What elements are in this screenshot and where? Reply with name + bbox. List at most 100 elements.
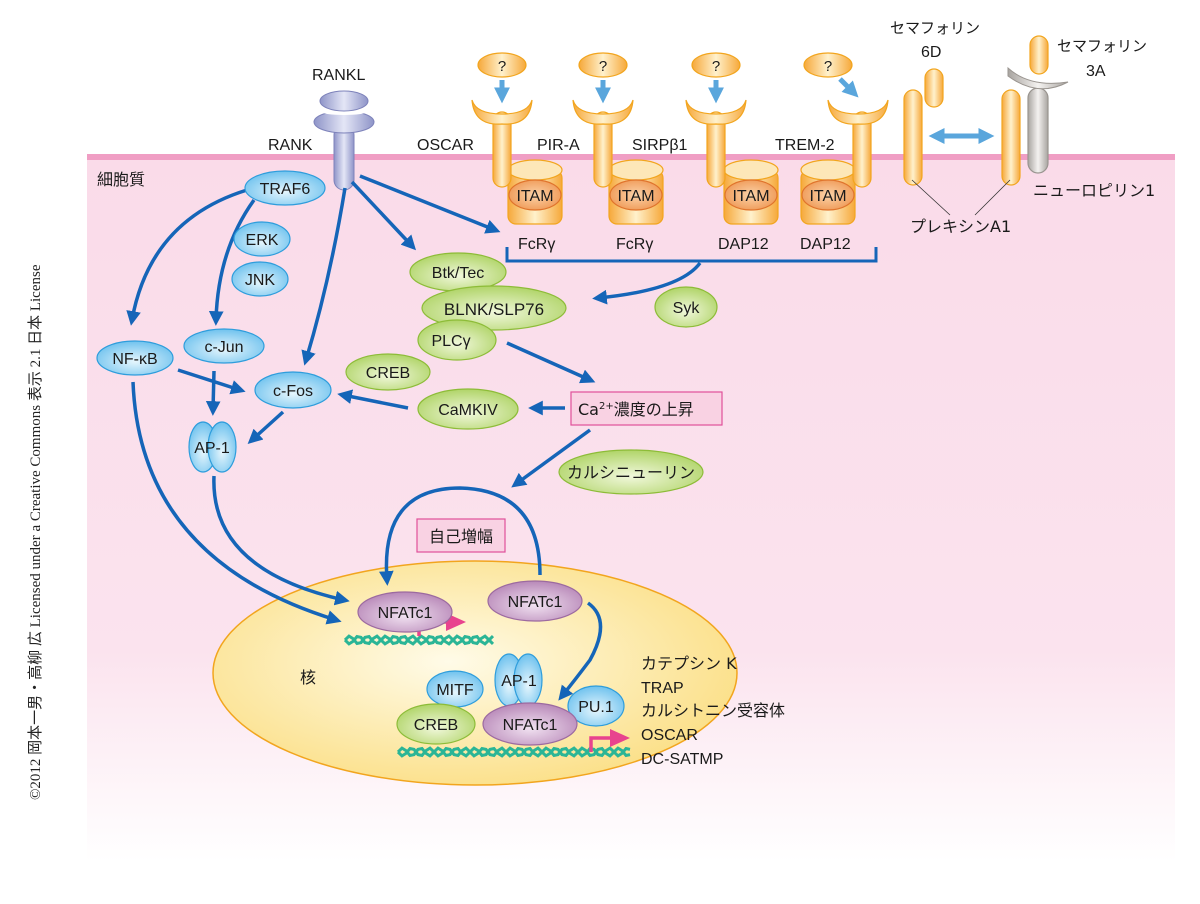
oscar-label: OSCAR [417,137,474,154]
svg-text:Btk/Tec: Btk/Tec [432,265,484,282]
promoter-arrow-lower [589,736,612,752]
target-gene: TRAP [641,680,684,697]
target-gene: カルシトニン受容体 [641,701,785,720]
node-ap1-nuclear: AP-1 [494,653,543,707]
fcrg-label-1: FcRγ [518,236,555,253]
arrow-rank-to-fcrg [359,174,501,234]
node-traf6: TRAF6 [244,170,326,206]
svg-text:Ca2+濃度の上昇: Ca2+濃度の上昇 [578,400,694,419]
svg-text:TRAF6: TRAF6 [260,181,311,198]
node-nfatc1-lower: NFATc1 [482,702,578,746]
plexin-pointer-left [911,179,951,216]
svg-text:NF-κB: NF-κB [112,351,157,368]
node-syk: Syk [654,286,718,328]
trem2-label: TREM-2 [775,137,835,154]
adaptor-bracket [505,247,878,263]
target-gene: DC-SATMP [641,751,723,768]
node-blnk-slp76: BLNK/SLP76 [421,285,567,331]
receptor-trem2: ITAM? [800,52,889,225]
unknown-ligand-sirpb1: ? [691,52,741,78]
rank-label: RANK [268,137,313,154]
arrow-autoamplification-loop [379,486,542,586]
sema3a-label-2: 3A [1086,63,1106,80]
svg-text:c-Jun: c-Jun [204,339,243,356]
node-nfatc1-upper-left: NFATc1 [357,591,453,633]
dap12-label-2: DAP12 [800,236,851,253]
svg-text:PLCγ: PLCγ [431,333,470,350]
arrow-traf6-to-cjun [208,198,256,326]
svg-text:AP-1: AP-1 [501,673,537,690]
plexin-pointer-right [974,179,1011,216]
rankl-label: RANKL [312,67,365,84]
dna-strand-lower [396,746,631,758]
svg-text:CaMKIV: CaMKIV [438,402,498,419]
adaptor-pira: ITAM [608,159,664,225]
arrow-traf6-to-nfkb [126,188,248,326]
svg-text:CREB: CREB [414,717,458,734]
autoamplification-box: 自己増幅 [416,518,506,553]
adaptor-oscar: ITAM [507,159,563,225]
arrow-plcg-to-ca [506,341,596,384]
target-gene: OSCAR [641,727,698,744]
svg-text:ERK: ERK [246,232,279,249]
ca-concentration-increase-box: Ca2+濃度の上昇 [570,391,723,426]
node-mitf: MITF [426,670,484,708]
adaptor-trem2: ITAM [800,159,856,225]
svg-text:Syk: Syk [673,300,701,317]
arrow-camkiv-to-cfos [337,389,409,410]
svg-text:?: ? [599,58,607,75]
node-creb: CREB [345,353,431,391]
node-plcg: PLCγ [417,319,497,361]
svg-text:自己増幅: 自己増幅 [429,527,493,546]
node-ap1: AP-1 [188,421,237,473]
svg-text:c-Fos: c-Fos [273,383,313,400]
target-gene-list: カテプシン K TRAP カルシトニン受容体 OSCAR DC-SATMP [641,654,785,768]
arrow-nfkb-to-cfos [177,368,246,395]
receptor-sirpb1: ITAM? [685,52,779,225]
receptor-pira: ITAM? [572,52,664,225]
target-gene: カテプシン K [641,654,737,673]
cytoplasm-label: 細胞質 [97,170,145,189]
arrow-rank-to-cfos [301,187,347,366]
arrow-rank-to-btk [350,180,417,251]
adaptor-sirpb1: ITAM [723,159,779,225]
semaphorin-6d [924,68,944,108]
neuropilin-label: ニューロピリン1 [1033,181,1155,200]
signaling-arrows [126,174,702,701]
sema6d-label-1: セマフォリン [890,19,980,37]
unknown-ligand-pira: ? [578,52,628,78]
node-creb-nuclear: CREB [396,703,476,745]
arrow-cfos-to-ap1 [247,410,285,444]
node-btk-tec: Btk/Tec [409,252,507,292]
node-nfatc1-upper-right: NFATc1 [487,580,583,622]
svg-text:?: ? [712,58,720,75]
svg-text:AP-1: AP-1 [194,440,230,457]
svg-text:PU.1: PU.1 [578,699,614,716]
plexin-a1-left [903,89,923,186]
node-erk: ERK [233,221,291,257]
itam-label: ITAM [516,188,553,205]
arrow-cjun-to-ap1 [205,370,221,416]
svg-text:?: ? [498,58,506,75]
itam-label: ITAM [732,188,769,205]
arrow-ca-to-nfatc1 [511,428,592,488]
semaphorin-3a [1029,35,1049,75]
svg-text:MITF: MITF [436,682,474,699]
node-pu1: PU.1 [567,685,625,727]
node-camkiv: CaMKIV [417,388,519,430]
svg-text:?: ? [824,58,832,75]
cell-membrane [87,154,1175,160]
neuropilin-1 [1007,66,1069,174]
node-cfos: c-Fos [254,371,332,409]
sema3a-label-1: セマフォリン [1057,37,1147,55]
nucleus [212,560,738,786]
svg-text:NFATc1: NFATc1 [503,717,558,734]
sema6d-label-2: 6D [921,44,941,61]
svg-text:JNK: JNK [245,272,276,289]
itam-label: ITAM [617,188,654,205]
arrow-ap1-to-nfatc1 [212,475,350,606]
itam-label: ITAM [809,188,846,205]
node-jnk: JNK [231,261,289,297]
svg-text:NFATc1: NFATc1 [378,605,433,622]
nucleus-label: 核 [300,668,316,687]
